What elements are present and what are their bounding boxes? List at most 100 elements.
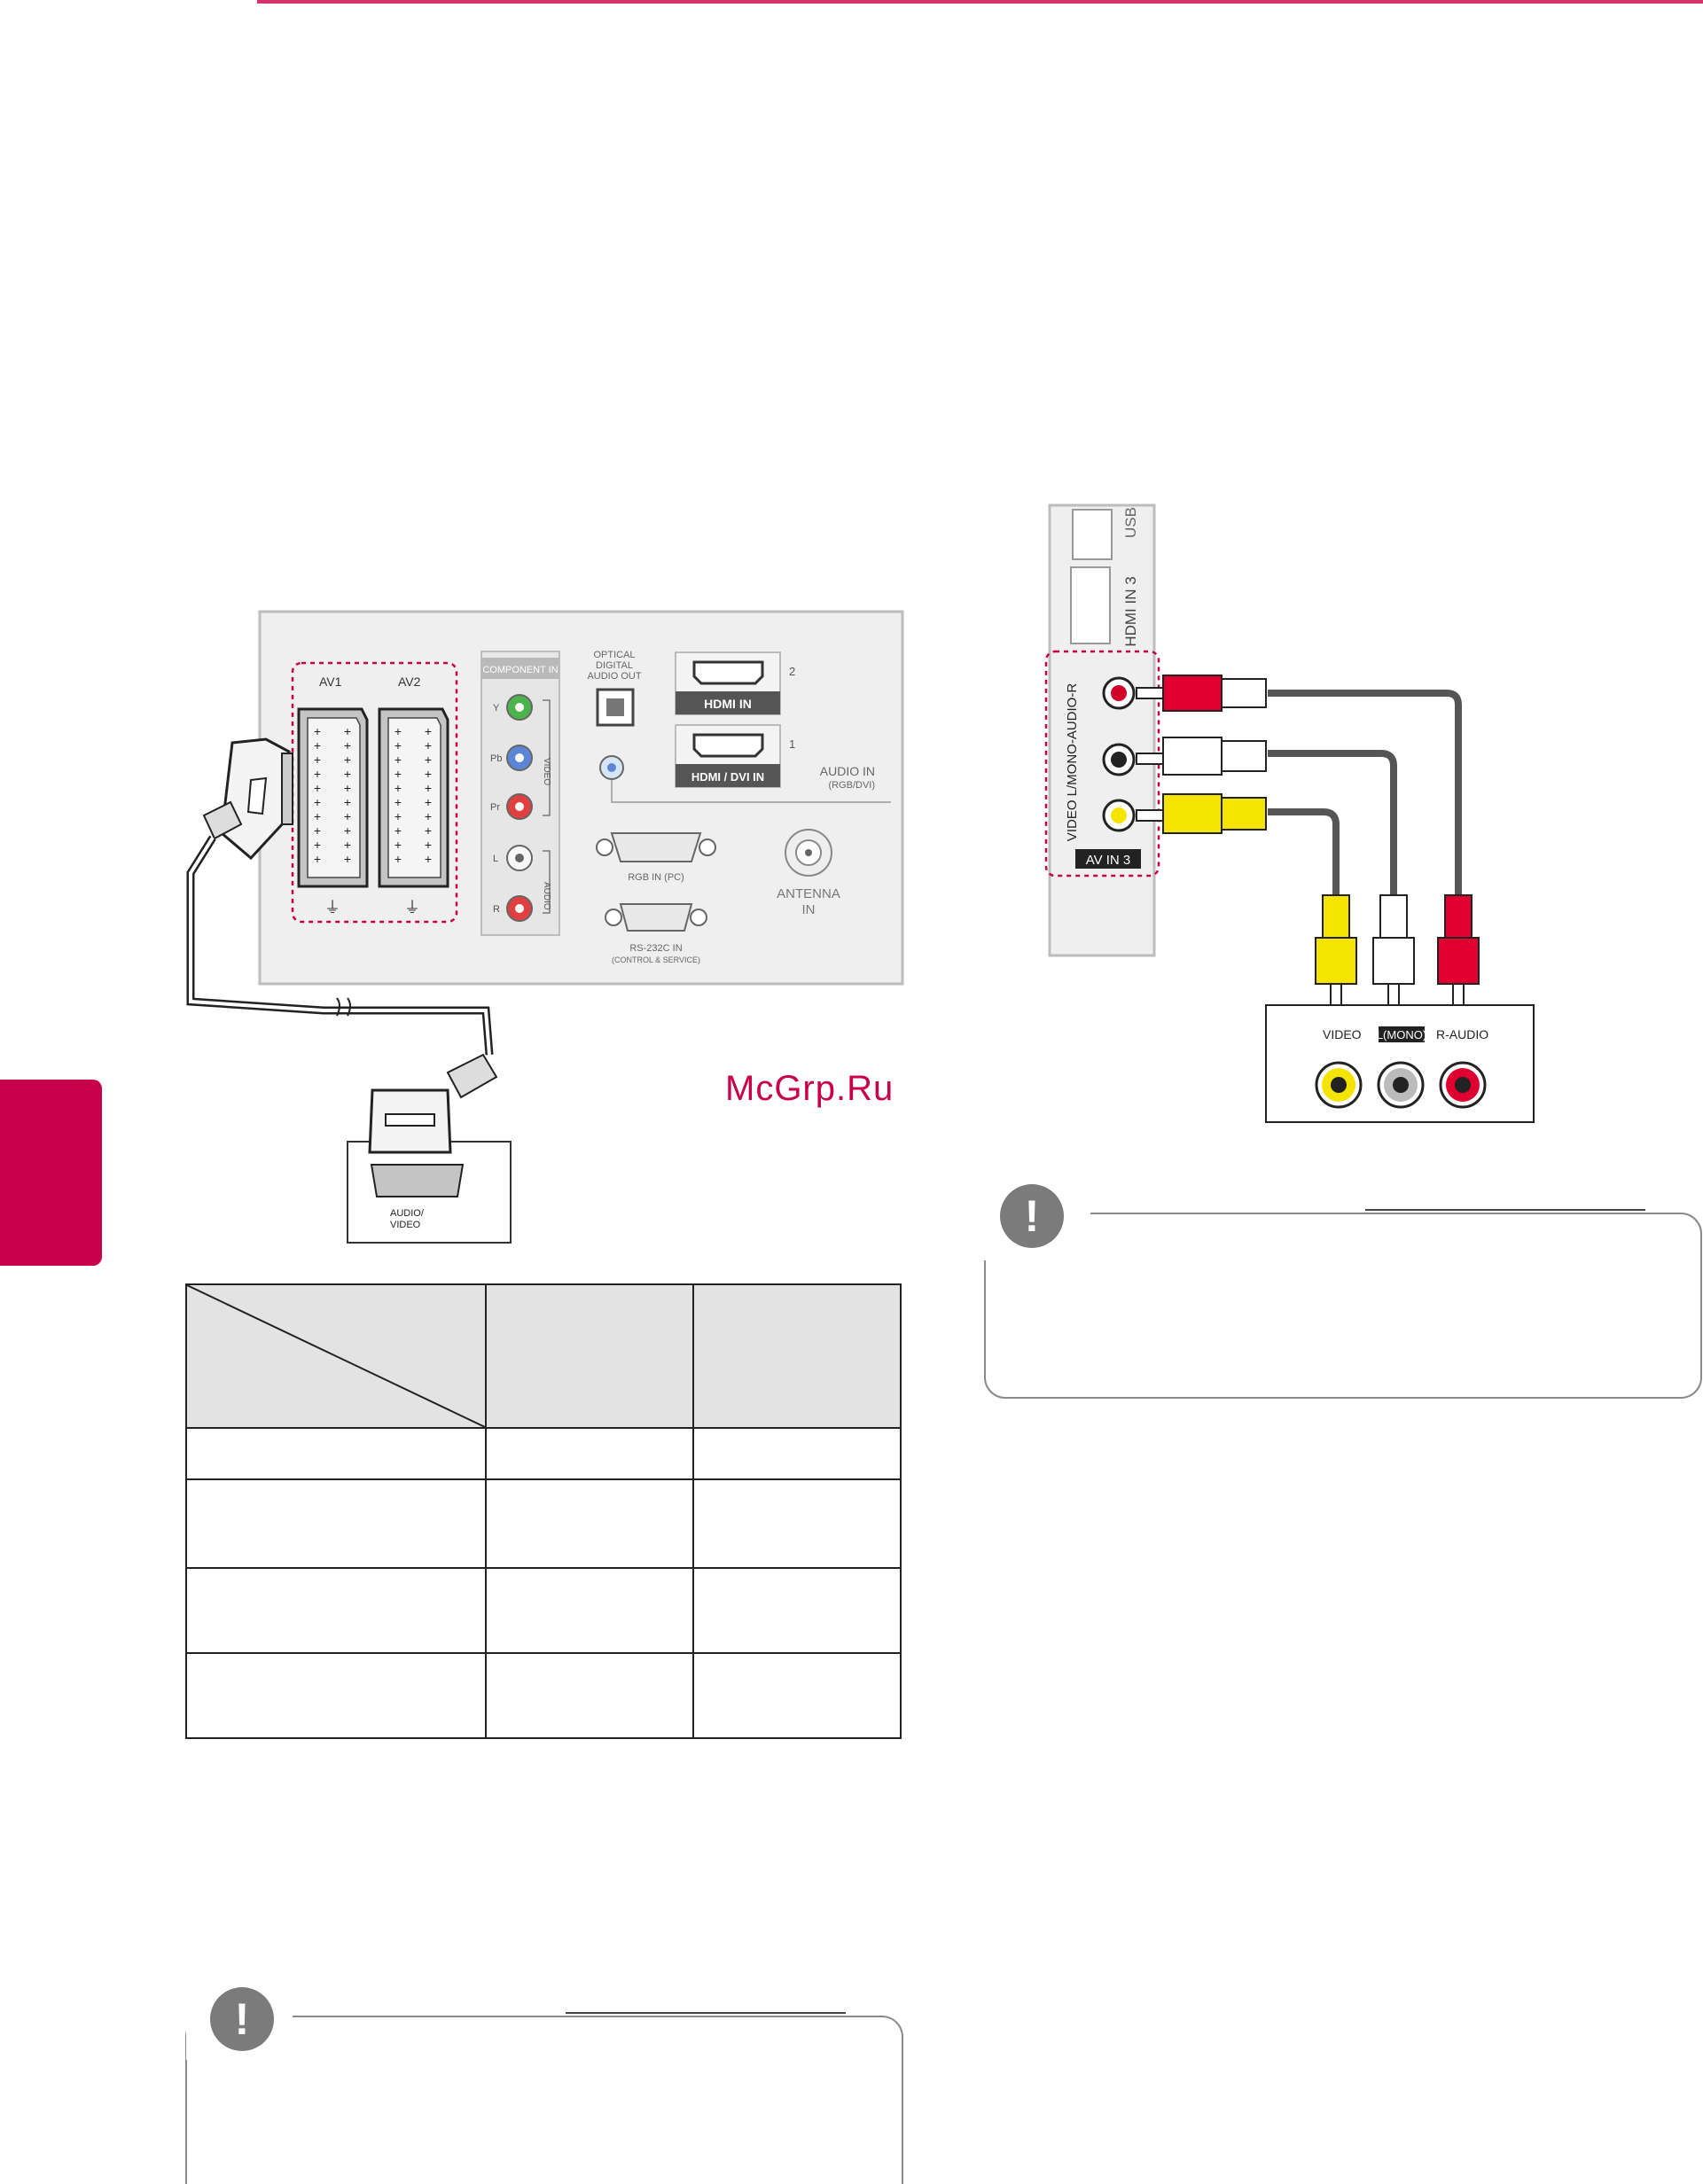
scart-pin: + (344, 724, 351, 738)
table-cell (185, 1478, 487, 1569)
scart-cable (186, 835, 494, 1056)
table-row (185, 1652, 902, 1739)
av2-label: AV2 (398, 675, 421, 689)
tv-side-panel (1048, 503, 1156, 957)
table-cell (692, 1427, 902, 1480)
hdmi-dvi-in-label: HDMI / DVI IN (691, 770, 764, 784)
scart-pin: + (425, 781, 432, 795)
scart-port-av1 (297, 707, 369, 888)
table-header-row (185, 1283, 902, 1429)
l-label: L (493, 854, 498, 864)
table-cell (692, 1478, 902, 1569)
device-lmono-label: L(MONO) (1377, 1028, 1426, 1041)
top-accent-rule (257, 0, 1703, 4)
table-cell (185, 1567, 487, 1654)
scart-pin: + (314, 738, 321, 753)
scart-plug-device-side (368, 1053, 498, 1154)
scart-pins: ++++++++++++++++++++++++++++++++++++++++ (314, 724, 432, 866)
rs232-label: RS-232C IN (629, 943, 682, 954)
device-label-2: VIDEO (390, 1220, 421, 1230)
table-row (185, 1427, 902, 1480)
scart-pin: + (425, 823, 432, 838)
scart-pin: + (425, 838, 432, 852)
note-rule-right (1365, 1209, 1645, 1211)
av-in3-badge (1075, 849, 1141, 869)
usb-label: USB (1122, 507, 1139, 538)
scart-pin: + (395, 838, 402, 852)
rca-plug-red-tv (1136, 675, 1267, 712)
scart-pin: + (344, 852, 351, 866)
table-cell (185, 1652, 487, 1739)
y-label: Y (493, 703, 500, 714)
av-in3-highlight-frame (1044, 650, 1160, 878)
watermark: McGrp.Ru (725, 1069, 894, 1108)
audio-in-sub-label: (RGB/DVI) (828, 780, 875, 791)
rs232-port (605, 903, 707, 932)
pb-label: Pb (490, 753, 502, 764)
scart-pin: + (314, 767, 321, 781)
component-header (481, 658, 559, 679)
rca-plug-white-tv (1136, 737, 1267, 776)
table-row (185, 1567, 902, 1654)
rgb-in-port (596, 832, 716, 862)
scart-pin: + (425, 724, 432, 738)
warning-icon: ! (1000, 1184, 1064, 1248)
table-cell (692, 1652, 902, 1739)
scart-pin: + (395, 852, 402, 866)
scart-plug-tv-side (202, 737, 293, 861)
scart-pin: + (395, 823, 402, 838)
audio-in-line (611, 780, 891, 803)
table-cell (485, 1478, 694, 1569)
scart-pin: + (425, 852, 432, 866)
scart-pin: + (395, 724, 402, 738)
rca-cables (1268, 690, 1462, 895)
video-bracket (543, 699, 551, 816)
scart1-symbol: ⏚ (324, 899, 340, 916)
side-jacks (1102, 676, 1136, 832)
av1-label: AV1 (319, 675, 342, 689)
scart-pin: + (344, 795, 351, 809)
scart-pin: + (425, 809, 432, 823)
table-cell (692, 1567, 902, 1654)
table-cell (485, 1652, 694, 1739)
table-corner-diagonal (187, 1285, 485, 1427)
audio-in-jack-center (607, 763, 616, 772)
hdmi-port-1 (675, 724, 781, 788)
note-box-left (185, 2016, 903, 2184)
antenna-label: ANTENNA (777, 886, 840, 901)
av-in3-label: AV IN 3 (1086, 853, 1131, 868)
note-box-right (984, 1213, 1702, 1399)
scart-pin: + (314, 838, 321, 852)
table-header-cell (692, 1283, 902, 1429)
scart-pin: + (425, 795, 432, 809)
scart-pin: + (425, 753, 432, 767)
audio-label: AUDIO (542, 882, 551, 910)
table-row (185, 1478, 902, 1569)
table-cell (485, 1427, 694, 1480)
hdmi-2-number: 2 (789, 665, 795, 678)
scart-output-table (185, 1283, 902, 1739)
chapter-side-tab (0, 1080, 102, 1266)
device-raudio-label: R-AUDIO (1436, 1027, 1488, 1041)
scart-pin: + (395, 781, 402, 795)
scart-pin: + (395, 809, 402, 823)
hdmi-port-2 (675, 651, 781, 715)
scart-pin: + (344, 781, 351, 795)
scart2-symbol: ⏚ (404, 899, 420, 916)
table-corner-cell (185, 1283, 487, 1429)
rca-plug-yellow-device (1315, 894, 1357, 1011)
scart-pin: + (395, 738, 402, 753)
scart-pin: + (344, 838, 351, 852)
r-label: R (493, 904, 500, 915)
scart-port-av2 (378, 707, 449, 888)
optical-label-3: AUDIO OUT (587, 671, 641, 682)
component-jacks (506, 694, 533, 922)
device-rca-jacks (1315, 1061, 1487, 1109)
audio-in-label: AUDIO IN (820, 764, 875, 778)
scart-pin: + (344, 753, 351, 767)
rs232-sub-label: (CONTROL & SERVICE) (612, 956, 700, 964)
scart-pin: + (344, 823, 351, 838)
device-label-1: AUDIO/ (390, 1208, 425, 1219)
rca-plug-red-device (1437, 894, 1480, 1011)
